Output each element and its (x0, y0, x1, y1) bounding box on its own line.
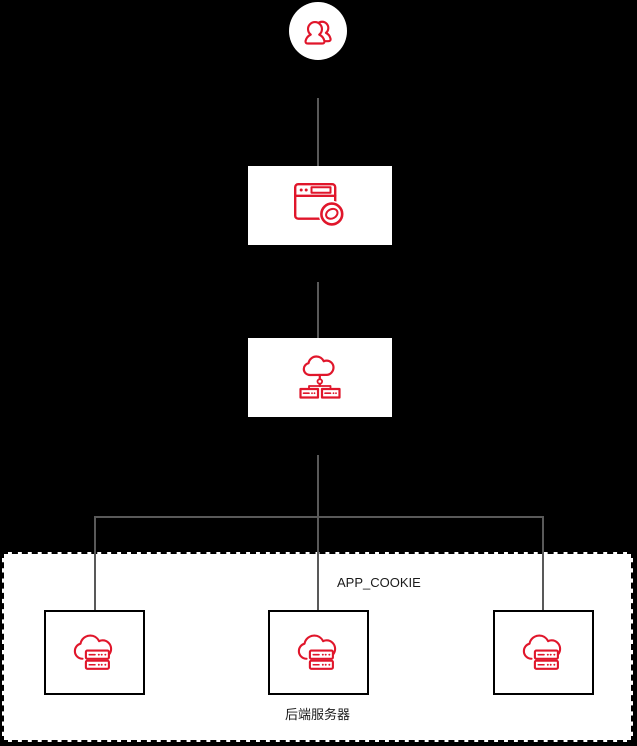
browser-icon (294, 183, 345, 228)
browser-node (248, 166, 392, 245)
connector-branch-server-2 (317, 516, 319, 612)
connector-branch-server-3 (542, 516, 544, 612)
connector-browser-loadbalancer (317, 282, 319, 338)
backend-group-label: 后端服务器 (284, 707, 350, 722)
connector-branch-server-1 (94, 516, 96, 612)
backend-server-node-3 (493, 610, 594, 695)
users-icon (304, 20, 332, 45)
cloud-server-icon (73, 634, 112, 670)
client-node (289, 2, 347, 60)
cloud-server-icon (297, 634, 336, 670)
branch-horizontal-line (94, 516, 544, 518)
cloud-load-balancer-icon (299, 354, 341, 399)
load-balancer-node (248, 338, 392, 417)
session-policy-label: APP_COOKIE (337, 575, 421, 590)
backend-server-node-1 (44, 610, 145, 695)
connector-loadbalancer-branch (317, 455, 319, 516)
connector-client-browser (317, 98, 319, 166)
backend-server-node-2 (268, 610, 369, 695)
cloud-server-icon (522, 634, 561, 670)
